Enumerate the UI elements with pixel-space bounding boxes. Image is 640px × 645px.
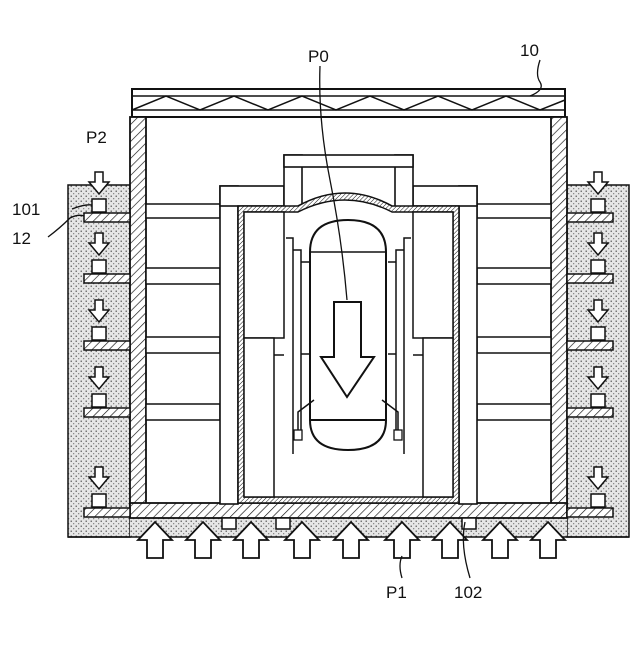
label-p1: P1: [386, 583, 407, 602]
label-p2: P2: [86, 128, 107, 147]
label-ref-10: 10: [520, 41, 539, 60]
label-p0: P0: [308, 47, 329, 66]
base-mat: [130, 503, 567, 518]
label-ref-12: 12: [12, 229, 31, 248]
roof-truss: [132, 89, 565, 117]
floors-right: [477, 204, 551, 420]
label-ref-101: 101: [12, 200, 40, 219]
label-ref-102: 102: [454, 583, 482, 602]
floors-left: [146, 204, 220, 420]
bottom-load-arrows-p1: [138, 522, 565, 558]
